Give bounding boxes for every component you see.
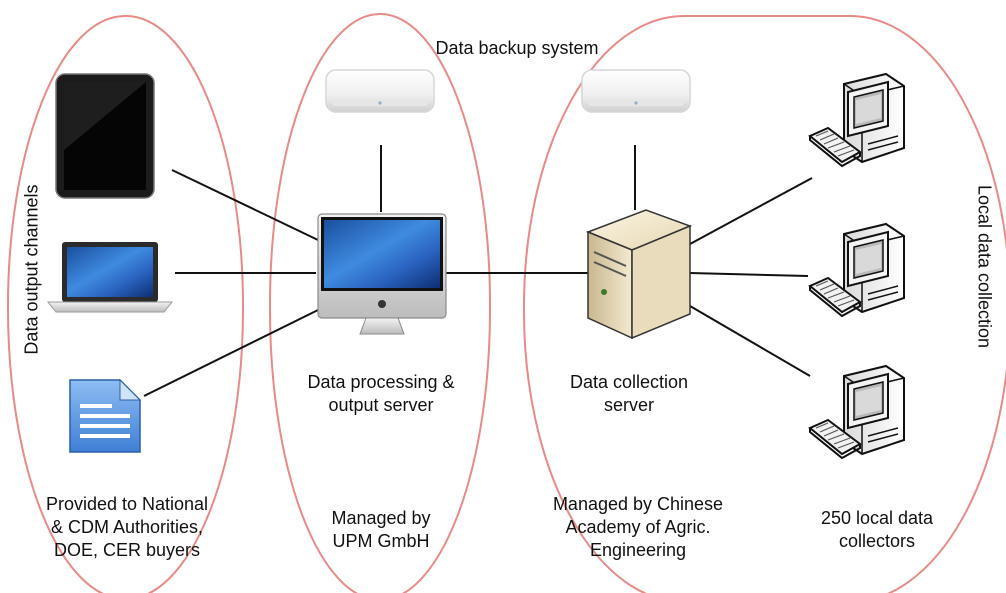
collection-side-label: Local data collection <box>974 184 995 349</box>
imac-icon <box>317 213 447 335</box>
processing-caption: Managed by UPM GmbH <box>270 507 492 553</box>
laptop-icon <box>46 242 174 313</box>
output-caption: Provided to National & CDM Authorities, … <box>14 493 240 562</box>
collection-device-label-line: Data collection <box>569 372 689 392</box>
connector-server-pc2 <box>689 272 809 277</box>
backup-drive-icon <box>581 69 691 113</box>
document-icon <box>69 378 142 453</box>
connector-document-imac <box>143 309 319 397</box>
output-caption-line: & CDM Authorities, <box>50 517 204 537</box>
desktop-computer-icon <box>809 73 905 167</box>
collectors-caption-line: collectors <box>838 531 916 551</box>
group-outline-processing <box>269 13 491 593</box>
processing-device-label-line: Data processing & <box>307 372 455 392</box>
connector-server-pc1 <box>689 177 813 245</box>
processing-caption-line: UPM GmbH <box>332 531 430 551</box>
processing-device-label-line: output server <box>328 395 434 415</box>
collection-caption-line: Managed by Chinese <box>552 494 724 514</box>
connector-server-pc3 <box>689 305 811 377</box>
output-side-label: Data output channels <box>21 184 42 355</box>
connector-lines <box>143 145 813 397</box>
tablet-icon <box>55 73 155 199</box>
collection-caption-line: Engineering <box>589 540 687 560</box>
processing-device-label: Data processing & output server <box>270 371 492 417</box>
processing-caption-line: Managed by <box>331 508 431 528</box>
desktop-computer-icon <box>809 223 905 317</box>
collection-caption: Managed by Chinese Academy of Agric. Eng… <box>530 493 746 562</box>
output-caption-line: Provided to National <box>45 494 209 514</box>
group-outline-output <box>7 15 244 593</box>
collection-device-label-line: server <box>603 395 654 415</box>
collectors-caption-line: 250 local data <box>820 508 934 528</box>
collection-device-label: Data collection server <box>534 371 724 417</box>
backup-drive-icon <box>325 69 435 113</box>
group-outline-collection <box>523 15 1006 593</box>
connector-tablet-imac <box>171 169 319 241</box>
desktop-computer-icon <box>809 365 905 459</box>
server-tower-icon <box>585 209 693 340</box>
collection-caption-line: Academy of Agric. <box>565 517 711 537</box>
collectors-caption: 250 local data collectors <box>782 507 972 553</box>
diagram-title: Data backup system <box>435 38 599 58</box>
output-caption-line: DOE, CER buyers <box>53 540 201 560</box>
